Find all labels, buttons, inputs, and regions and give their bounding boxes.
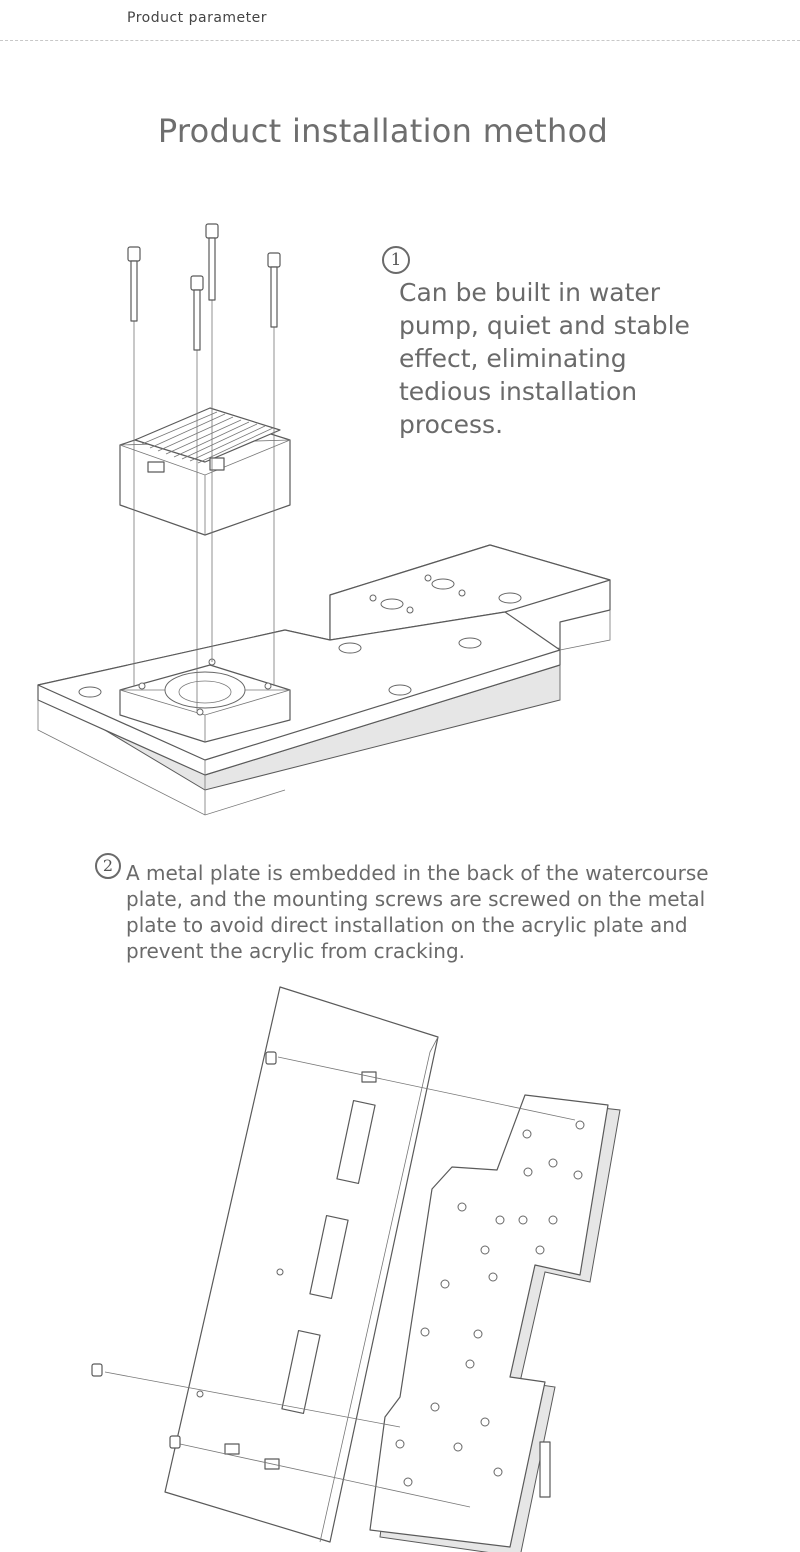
metal-plate-installation-diagram <box>91 986 621 1552</box>
step-1-marker: 1 <box>382 246 410 274</box>
header-label: Product parameter <box>127 10 268 26</box>
pump-installation-diagram <box>37 223 611 816</box>
step-2-text: A metal plate is embedded in the back of… <box>126 861 709 963</box>
page-title: Product installation method <box>157 112 609 150</box>
step-1-text: Can be built in water pump, quiet and st… <box>399 278 690 439</box>
header-divider <box>0 40 800 41</box>
step-2-marker: 2 <box>95 853 121 879</box>
